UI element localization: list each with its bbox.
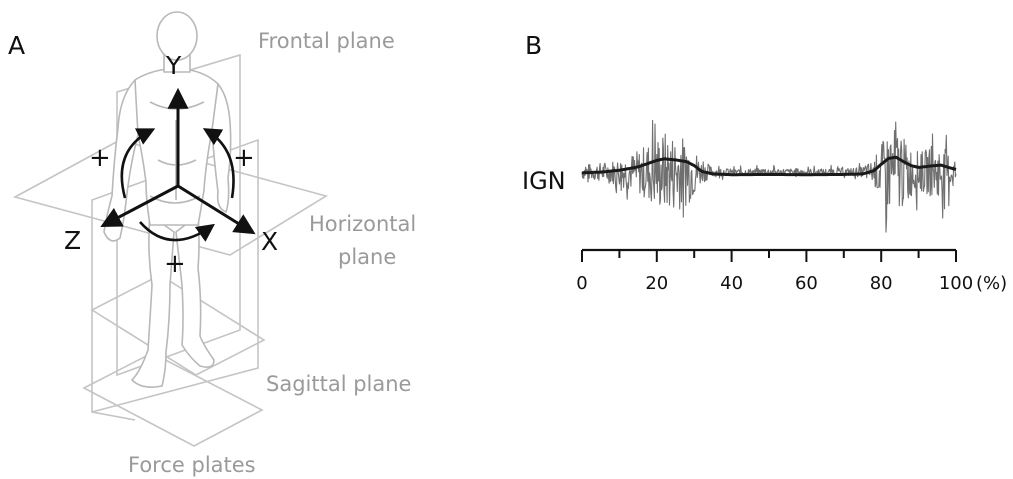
x-axis-tick-label: 100	[939, 273, 973, 294]
frontal-plane-label: Frontal plane	[258, 29, 395, 53]
rotation-arrows	[120, 128, 235, 242]
frontal-plane	[116, 53, 241, 377]
x-axis-tick-label: 40	[720, 273, 743, 294]
axes	[100, 87, 256, 235]
x-axis-tick-label: 80	[870, 273, 893, 294]
plus-sign-left: +	[89, 143, 111, 173]
axis-x-label: X	[261, 227, 278, 256]
panel-b: B IGN 0 20 40 60 80 100 (%)	[522, 31, 1007, 294]
sagittal-plane-label: Sagittal plane	[266, 372, 411, 396]
axis-y-label: Y	[165, 51, 182, 80]
x-axis-tick-label: 60	[795, 273, 818, 294]
panel-a: A	[8, 11, 416, 477]
raw-emg-trace	[581, 119, 957, 233]
panel-b-letter: B	[525, 31, 542, 60]
horizontal-plane-label-1: Horizontal	[309, 212, 416, 236]
x-axis-tick-label: 20	[645, 273, 668, 294]
horizontal-plane-label-2: plane	[338, 245, 396, 269]
panel-a-letter: A	[8, 31, 25, 60]
force-plates	[82, 274, 266, 447]
plus-sign-right: +	[233, 143, 255, 173]
x-axis-tick-label: 0	[576, 273, 587, 294]
x-axis: 0 20 40 60 80 100	[576, 248, 973, 294]
signal-label: IGN	[522, 167, 566, 195]
plus-sign-bottom: +	[164, 249, 186, 279]
axis-z-label: Z	[64, 226, 81, 255]
x-axis-unit: (%)	[976, 273, 1007, 294]
force-plates-label: Force plates	[128, 453, 256, 477]
emg-envelope	[581, 155, 957, 177]
